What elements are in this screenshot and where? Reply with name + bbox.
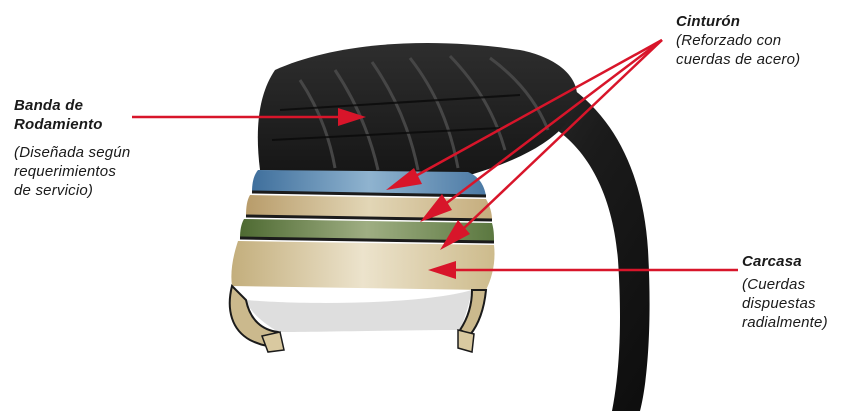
label-cinturon-title: Cinturón: [676, 12, 846, 31]
label-carcasa-title: Carcasa: [742, 252, 847, 271]
tire-right-bead-rim: [458, 330, 474, 352]
label-banda-desc-2: requerimientos: [14, 162, 164, 181]
label-banda-title-2: Rodamiento: [14, 115, 164, 134]
tire-left-bead-rim: [262, 332, 284, 352]
label-carcasa: Carcasa (Cuerdas dispuestas radialmente): [742, 252, 847, 332]
label-carcasa-desc-3: radialmente): [742, 313, 847, 332]
label-cinturon-desc-2: cuerdas de acero): [676, 50, 846, 69]
tire-inner-liner: [246, 290, 472, 332]
label-banda-desc-3: de servicio): [14, 181, 164, 200]
label-carcasa-desc-2: dispuestas: [742, 294, 847, 313]
label-cinturon-desc-1: (Reforzado con: [676, 31, 846, 50]
label-banda-desc-1: (Diseñada según: [14, 143, 164, 162]
label-cinturon: Cinturón (Reforzado con cuerdas de acero…: [676, 12, 846, 69]
label-banda-title-1: Banda de: [14, 96, 164, 115]
label-banda-de-rodamiento: Banda de Rodamiento (Diseñada según requ…: [14, 96, 164, 200]
label-carcasa-desc-1: (Cuerdas: [742, 275, 847, 294]
